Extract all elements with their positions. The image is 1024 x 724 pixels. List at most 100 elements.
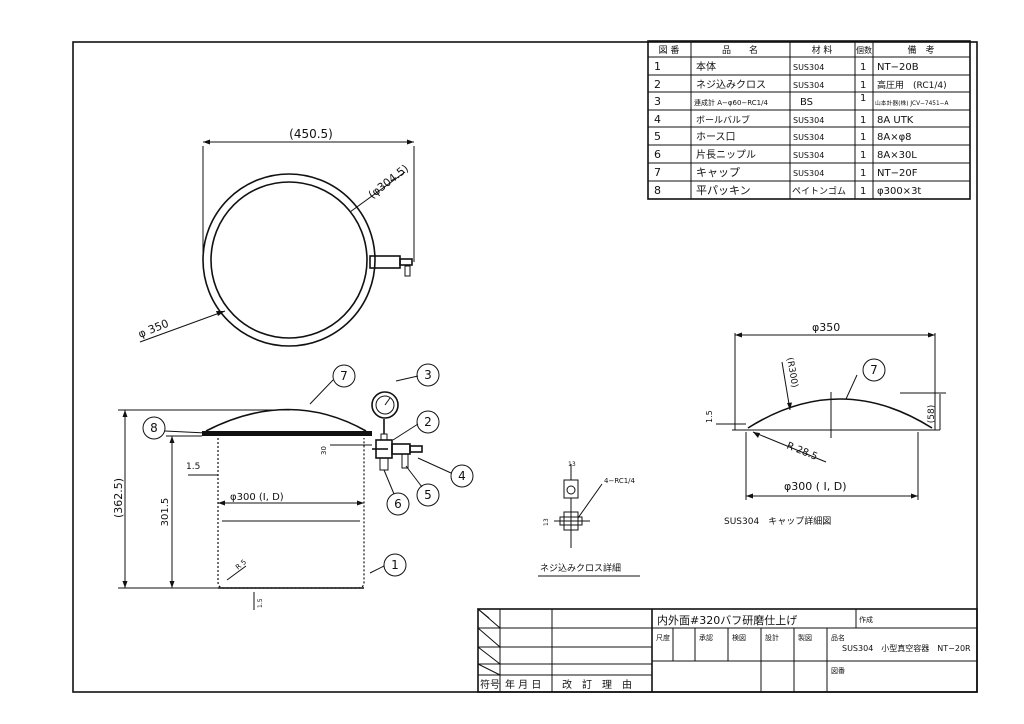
balloon (386, 492, 410, 516)
table-cell-name: 片長ニップル (696, 148, 756, 161)
balloon-label: 7 (340, 369, 348, 383)
dim-radius-label: R 5 (234, 558, 248, 572)
valve-lever (401, 453, 409, 469)
scale-label: 尺度 (656, 633, 670, 642)
balloon-label: 4 (458, 469, 466, 483)
cap-dim-inner-label: φ300 ( I, D) (784, 480, 847, 493)
cap-dome (205, 408, 367, 432)
table-cell-qty: 1 (860, 80, 866, 91)
table-cell-remark: 8A×30L (877, 150, 917, 161)
draft-label: 製図 (798, 633, 812, 642)
table-cell-name: 平パッキン (696, 184, 751, 197)
table-cell-qty: 1 (860, 150, 866, 161)
table-cell-material: SUS304 (793, 133, 824, 142)
title-block: 符号 年 月 日 改 訂 理 由 内外面#320バフ研磨仕上げ 作成 尺度 承認… (477, 607, 978, 693)
cross-port-label: 4−RC1/4 (604, 477, 636, 485)
table-cell-qty: 1 (860, 62, 866, 73)
cap-dim-edge: 1.5 (705, 410, 714, 423)
table-cell-remark: 山本計器(株) JCV−7451−A (875, 99, 949, 107)
dim-wall-label: 1.5 (186, 462, 200, 472)
balloon (142, 416, 166, 440)
cap-dim-large-radius: (R300) (784, 357, 799, 389)
table-header-qty: 個数 (856, 45, 872, 55)
hose-port (409, 445, 423, 453)
balloon-label: 1 (391, 558, 399, 572)
table-cell-remark: 8A×φ8 (877, 132, 912, 143)
table-cell-qty: 1 (860, 186, 866, 197)
dim-body-height-label: 301.5 (160, 498, 171, 527)
balloon (416, 410, 440, 434)
dim-total-height-label: (362.5) (112, 478, 125, 518)
product-name: SUS304 小型真空容器 NT−20R (842, 643, 971, 653)
balloon-label: 7 (870, 363, 878, 377)
table-cell-remark: NT−20F (877, 168, 918, 179)
leader-outer-diameter (139, 310, 226, 343)
table-cell-no: 4 (654, 113, 661, 126)
balloon-label: 8 (150, 421, 158, 435)
table-cell-material: SUS304 (793, 63, 824, 72)
cross-dim-a: 13 (568, 461, 576, 468)
cap-detail-title: SUS304 キャップ詳細図 (724, 515, 831, 527)
table-cell-material: BS (800, 97, 813, 108)
dim-width-label: (450.5) (289, 127, 333, 141)
table-cell-name: 連成計 A−φ60−RC1/4 (694, 98, 768, 107)
table-cell-no: 1 (654, 60, 661, 73)
dim-inner-diameter-label: (φ304.5) (366, 162, 411, 201)
table-cell-name: ボールバルブ (696, 114, 750, 126)
revision-header-code: 符号 (480, 678, 500, 691)
gasket (202, 431, 372, 436)
table-cell-no: 2 (654, 78, 661, 91)
table-cell-no: 8 (654, 184, 661, 197)
revision-header-reason: 改 訂 理 由 (562, 678, 632, 691)
cap-dim-small-radius: R 28.5 (785, 441, 819, 463)
table-cell-no: 6 (654, 148, 661, 161)
balloon (450, 464, 474, 488)
table-cell-no: 7 (654, 166, 661, 179)
table-cell-name: ホース口 (696, 131, 736, 143)
table-cell-remark: 8A UTK (877, 115, 914, 126)
approve-label: 承認 (699, 633, 713, 642)
dim-bottom-label: 1.5 (257, 598, 264, 608)
table-cell-material: SUS304 (793, 116, 824, 125)
table-cell-material: ペイトンゴム (792, 185, 846, 197)
table-cell-remark: NT−20B (877, 62, 919, 73)
ball-valve (391, 443, 411, 455)
table-cell-qty: 1 (860, 93, 866, 104)
name-label: 品名 (831, 633, 845, 642)
table-cell-remark: φ300×3t (877, 186, 921, 197)
table-cell-name: 本体 (696, 60, 716, 73)
table-cell-name: ネジ込みクロス (696, 79, 766, 91)
cross-dim-b: 13 (543, 518, 550, 526)
table-header-material: 材 料 (812, 44, 833, 56)
table-cell-no: 3 (654, 95, 661, 108)
dim-diameter-label: φ300 (I, D) (230, 492, 284, 503)
table-cell-material: SUS304 (793, 151, 824, 160)
balloon-label: 6 (394, 497, 402, 511)
parts-table: 図 番 品 名 材 料 個数 備 考 1 本体 SUS304 1 NT−20B … (647, 40, 971, 200)
outer-rim-circle (202, 173, 376, 347)
cap-detail-dome (747, 398, 933, 429)
design-label: 設計 (765, 633, 779, 642)
balloon (416, 483, 440, 507)
balloon (383, 553, 407, 577)
balloon (862, 358, 886, 382)
drawing-frame (72, 41, 978, 693)
cap-dim-outer-label: φ350 (812, 321, 840, 334)
side-view: (362.5) 301.5 1.5 φ300 (I, D) R 5 1.5 30 (112, 391, 423, 610)
table-cell-remark: 高圧用 (RC1/4) (877, 79, 947, 91)
inner-rim-circle (210, 181, 368, 339)
table-header-name: 品 名 (722, 44, 758, 56)
table-cell-qty: 1 (860, 168, 866, 179)
part-balloons: 7 8 3 2 4 5 6 1 (142, 363, 474, 577)
table-cell-qty: 1 (860, 132, 866, 143)
table-header-no: 図 番 (659, 44, 680, 56)
dim-nipple-label: 30 (320, 446, 328, 455)
revision-header-date: 年 月 日 (505, 678, 541, 691)
cross-detail-title: ネジ込みクロス詳細 (540, 562, 621, 574)
cross-detail: 4−RC1/4 13 13 ネジ込みクロス詳細 (538, 461, 640, 577)
balloon-label: 3 (424, 368, 432, 382)
table-cell-material: SUS304 (793, 169, 824, 178)
drawing-no-label: 図番 (831, 667, 845, 675)
table-cell-material: SUS304 (793, 81, 824, 90)
